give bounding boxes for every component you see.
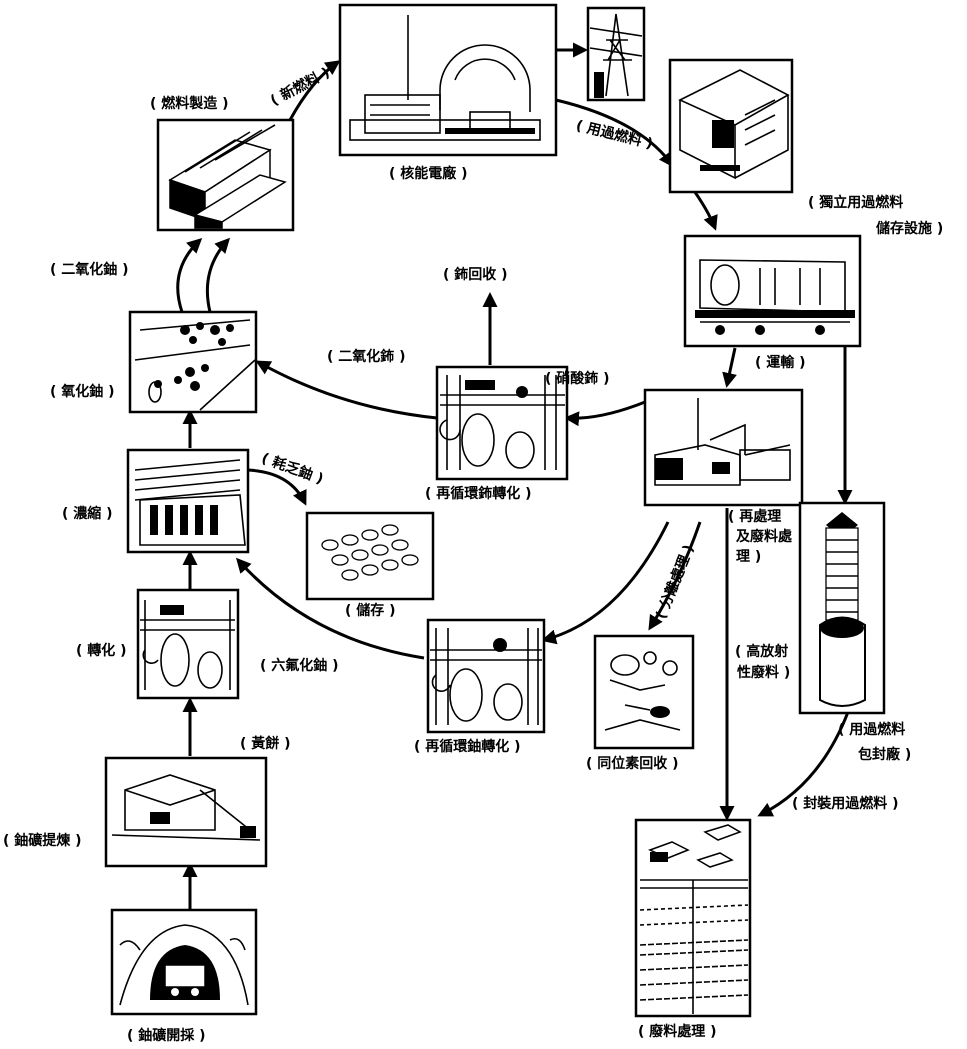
label-reprocessing-3: 理 ) [736, 550, 761, 564]
label-reprocessing-1: ( 再處理 [728, 510, 781, 524]
mining-panel [112, 910, 256, 1014]
label-yellowcake: ( 黃餅 ) [240, 737, 291, 751]
label-storage: ( 儲存 ) [345, 604, 396, 618]
label-enrichment: ( 濃縮 ) [62, 507, 113, 521]
uranium-oxide-panel [130, 312, 256, 412]
label-independent-storage-1: ( 獨立用過燃料 [808, 196, 903, 210]
arrow-reprocessing-to-u-conversion [544, 522, 668, 640]
label-isotope-recovery: ( 同位素回收 ) [586, 757, 679, 771]
reprocessing-panel [645, 390, 802, 505]
label-waste-disposal: ( 廢料處理 ) [638, 1025, 717, 1039]
power-grid-panel [588, 8, 644, 100]
label-recycled-u-conversion: ( 再循環鈾轉化 ) [414, 740, 521, 754]
isotope-recovery-panel [595, 636, 693, 748]
label-uf6: ( 六氟化鈾 ) [260, 659, 339, 673]
label-high-level-waste-1: ( 高放射 [735, 645, 788, 659]
label-reprocessing-2: 及廢料處 [736, 530, 792, 544]
label-plutonium-dioxide: ( 二氧化鈽 ) [327, 350, 406, 364]
label-uranium-dioxide: ( 二氧化鈾 ) [50, 263, 129, 277]
label-ore-refining: ( 鈾礦提煉 ) [3, 834, 82, 848]
transport-panel [685, 236, 860, 346]
label-independent-storage-2: 儲存設施 ) [876, 222, 943, 236]
label-conversion: ( 轉化 ) [76, 644, 127, 658]
label-packaged-spent-fuel: ( 封裝用過燃料 ) [792, 797, 899, 811]
label-uranium-oxide: ( 氧化鈾 ) [50, 385, 115, 399]
arrow-uo2-to-fabrication-a [178, 240, 200, 312]
label-transport: ( 運輸 ) [755, 356, 806, 370]
label-nuclear-plant: ( 核能電廠 ) [389, 167, 468, 181]
label-high-level-waste-2: 性廢料 ) [737, 666, 790, 680]
enrichment-panel [128, 450, 248, 552]
label-recycled-pu-conversion: ( 再循環鈽轉化 ) [425, 487, 532, 501]
label-mining: ( 鈾礦開採 ) [127, 1029, 206, 1043]
ore-refining-panel [106, 758, 266, 866]
arrow-transport-to-reprocessing [727, 348, 735, 385]
waste-disposal-panel [636, 820, 750, 1016]
conversion-panel [138, 590, 238, 698]
depleted-storage-panel [307, 513, 433, 599]
label-encapsulation-1: ( 用過燃料 [838, 723, 905, 737]
fuel-fabrication-panel [158, 120, 293, 230]
label-plutonium-nitrate: ( 硝酸鈽 ) [545, 372, 610, 386]
label-fuel-fabrication: ( 燃料製造 ) [150, 97, 229, 111]
arrow-uo2-to-fabrication-b [207, 240, 228, 312]
arrow-reprocessing-to-pu-conversion [567, 402, 645, 418]
arrow-pu-conversion-to-oxide [258, 362, 437, 418]
nuclear-plant-panel [340, 5, 556, 155]
label-plutonium-recovery: ( 鈽回收 ) [443, 268, 508, 282]
label-encapsulation-2: 包封廠 ) [858, 748, 911, 762]
encapsulation-panel [800, 503, 884, 713]
recycled-u-conversion-panel [428, 620, 544, 732]
spent-fuel-storage-panel [670, 60, 792, 192]
